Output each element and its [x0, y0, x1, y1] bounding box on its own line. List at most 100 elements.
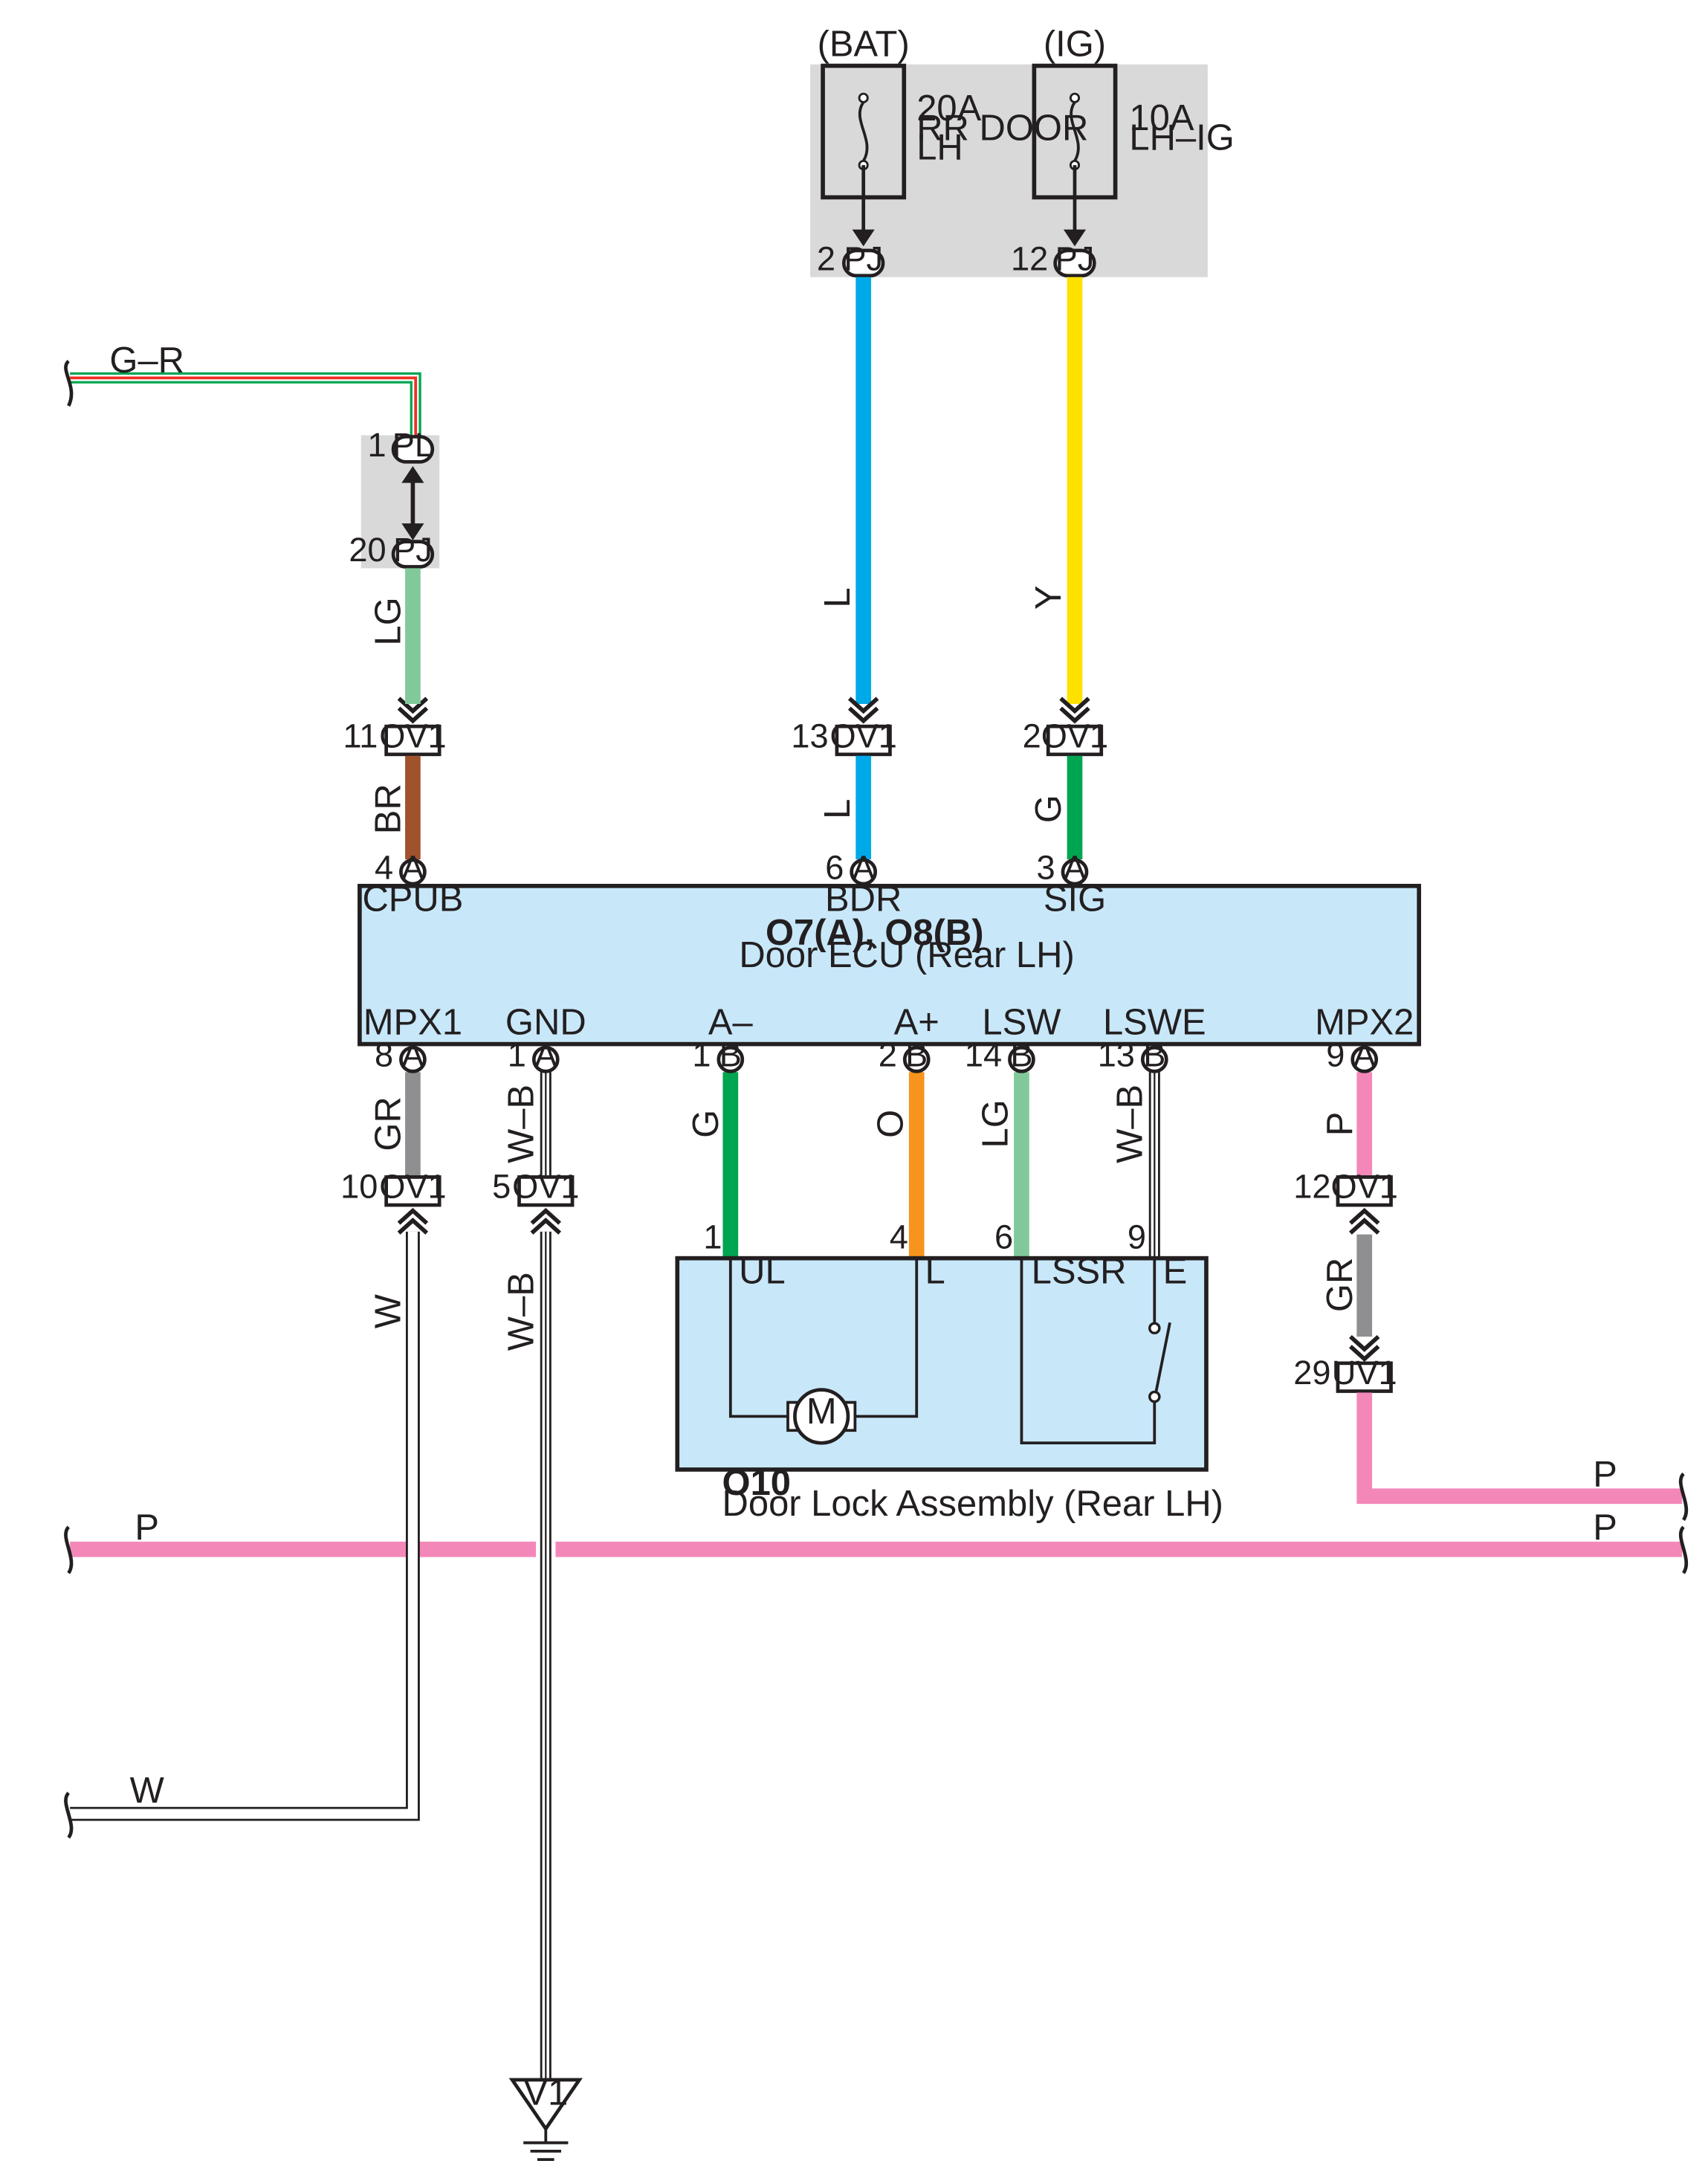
svg-text:GND: GND: [505, 1002, 586, 1042]
svg-text:OV1: OV1: [512, 1168, 579, 1206]
wire-label-br: BR: [368, 783, 408, 834]
svg-text:OV1: OV1: [1041, 717, 1108, 755]
chevron-gr-up: [1349, 1207, 1380, 1235]
wire-label-wb-lower: W–B: [501, 1272, 541, 1351]
svg-text:PJ: PJ: [844, 239, 883, 277]
svg-text:OV1: OV1: [1331, 1168, 1398, 1206]
wire-label-gr-mpx2: GR: [1320, 1258, 1360, 1312]
svg-text:CPUB: CPUB: [362, 879, 463, 920]
svg-text:OV1: OV1: [829, 717, 896, 755]
wire-label-w-left: W: [130, 1771, 165, 1811]
chevron-lg: [397, 697, 429, 724]
svg-text:A: A: [1353, 1036, 1377, 1074]
svg-text:10: 10: [340, 1168, 378, 1206]
wire-break-w: [64, 1791, 74, 1839]
wire-label-lg-lsw: LG: [976, 1099, 1016, 1148]
wire-g-r: [70, 372, 421, 439]
wire-label-p-bus-left: P: [135, 1508, 159, 1548]
svg-text:A: A: [1064, 848, 1087, 886]
svg-text:MPX2: MPX2: [1315, 1002, 1414, 1042]
fuse-bat-name-2: LH: [916, 128, 963, 168]
svg-text:M: M: [806, 1392, 837, 1432]
svg-text:A: A: [853, 848, 876, 886]
ecu-terminal-sig: A 3 SIG: [1037, 848, 1107, 919]
motor-icon: M: [786, 1388, 857, 1445]
connector-ov1-wb: OV1 5: [492, 1168, 579, 1207]
connector-ov1-l: OV1 13: [791, 717, 897, 757]
svg-text:8: 8: [375, 1036, 393, 1074]
lock-pin-1: 1: [703, 1218, 722, 1256]
ecu-terminal-mpx2: MPX2 A 9: [1315, 1002, 1414, 1073]
svg-text:A–: A–: [708, 1002, 754, 1042]
svg-text:5: 5: [492, 1168, 511, 1206]
switch-icon: [1148, 1322, 1171, 1403]
svg-text:29: 29: [1293, 1354, 1330, 1392]
svg-text:1: 1: [692, 1036, 711, 1074]
svg-text:20: 20: [349, 531, 386, 569]
switch-circuit: [1020, 1258, 1157, 1445]
lock-label-lssr: LSSR: [1032, 1252, 1127, 1292]
connector-pj-bat: PJ 2: [817, 239, 885, 277]
svg-text:A: A: [534, 1036, 557, 1074]
fuse-bat-name-1: RR DOOR: [916, 108, 1088, 148]
svg-text:2: 2: [879, 1036, 897, 1074]
motor-circuit: [728, 1258, 919, 1418]
connector-ov1-y: OV1 2: [1023, 717, 1108, 757]
connector-pl: PL 1: [368, 426, 435, 464]
wire-label-w-lower: W: [368, 1293, 408, 1328]
svg-text:2: 2: [1023, 717, 1041, 755]
ecu-box: [358, 883, 1421, 1047]
wire-label-l-lower: L: [818, 799, 858, 819]
svg-text:SIG: SIG: [1044, 879, 1106, 920]
lock-box: [675, 1256, 1209, 1472]
connector-ov1-gr: OV1 10: [340, 1168, 447, 1207]
fuse-bat-source: (BAT): [818, 24, 910, 64]
wire-label-g-r: G–R: [109, 340, 184, 381]
connector-pj-lg: PJ 20: [349, 531, 435, 569]
lock-pin-9: 9: [1128, 1218, 1146, 1256]
fuse-ig-source: (IG): [1044, 24, 1106, 64]
chevron-wb: [530, 1207, 562, 1235]
ecu-terminal-a-plus: A+ B 2: [879, 1002, 939, 1073]
svg-text:2: 2: [817, 239, 835, 277]
svg-text:A+: A+: [894, 1002, 939, 1042]
svg-text:PL: PL: [392, 426, 433, 464]
wire-label-gr-mpx1: GR: [368, 1096, 408, 1151]
svg-text:12: 12: [1011, 239, 1048, 277]
svg-text:14: 14: [965, 1036, 1002, 1074]
connector-ov1-lg: OV1 11: [343, 717, 447, 757]
ecu-terminal-bdr: A 6 BDR: [825, 848, 902, 919]
chevron-gr-down: [1349, 1334, 1380, 1362]
wire-label-lg-upper: LG: [368, 597, 408, 645]
wire-label-o-aplus: O: [870, 1110, 910, 1138]
ground-icon: V1: [508, 2073, 583, 2162]
svg-text:BDR: BDR: [825, 879, 902, 920]
ecu-terminal-lsw: LSW B 14: [965, 1002, 1061, 1073]
ecu-title: O7(A), O8(B): [766, 913, 984, 953]
svg-text:3: 3: [1037, 848, 1055, 886]
wire-label-wb-gnd: W–B: [501, 1085, 541, 1163]
svg-text:1: 1: [368, 426, 386, 464]
svg-text:13: 13: [791, 717, 828, 755]
wire-label-l-upper: L: [818, 587, 858, 607]
svg-text:PJ: PJ: [393, 531, 433, 569]
lock-name: Door Lock Assembly (Rear LH): [722, 1484, 1223, 1524]
ecu-terminal-mpx1: MPX1 A 8: [363, 1002, 462, 1073]
wire-break-p-bus-right: [1678, 1525, 1689, 1574]
connector-pl-pj-arrow: [401, 465, 424, 540]
svg-text:A: A: [401, 1036, 424, 1074]
lock-id: O10: [722, 1463, 792, 1503]
chevron-y: [1059, 697, 1090, 724]
lock-label-e: E: [1163, 1252, 1188, 1292]
connector-uv1: UV1 29: [1293, 1354, 1397, 1393]
svg-text:6: 6: [825, 848, 844, 886]
svg-text:LSW: LSW: [982, 1002, 1061, 1042]
wire-break-g-r: [64, 359, 74, 407]
fuse-ig-rating: 10A: [1129, 98, 1194, 138]
svg-text:OV1: OV1: [379, 717, 446, 755]
svg-text:13: 13: [1098, 1036, 1135, 1074]
ecu-subtitle: Door ECU (Rear LH): [739, 935, 1074, 975]
ecu-terminal-gnd: GND A 1: [505, 1002, 586, 1073]
wire-label-g-sig: G: [1029, 795, 1069, 823]
